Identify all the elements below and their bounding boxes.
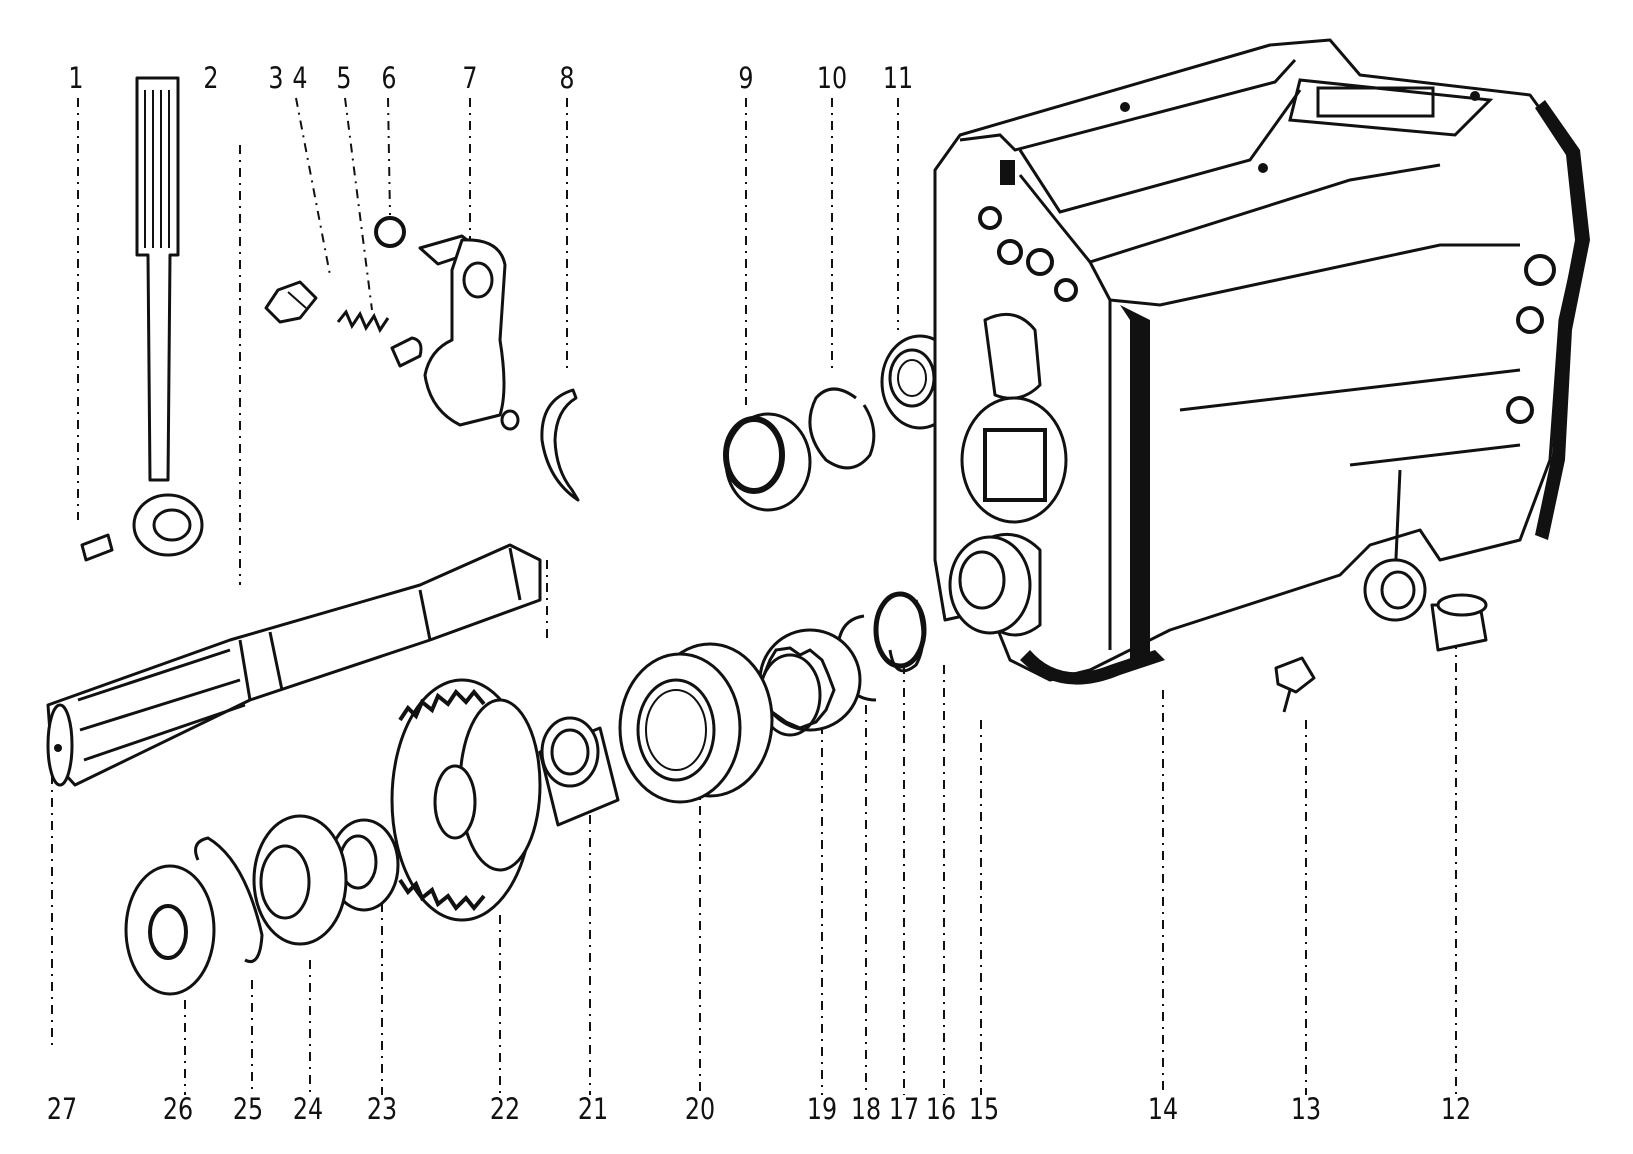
part-14-housing [933, 38, 1590, 685]
label-part-11: 11 [882, 61, 914, 95]
part-9-bearing-cup [723, 412, 812, 512]
part-24-ball-bearing [252, 814, 348, 946]
part-21-needle-bearing [538, 716, 620, 827]
label-part-2: 2 [203, 61, 219, 95]
label-part-1: 1 [68, 61, 84, 95]
label-part-21: 21 [577, 1092, 609, 1126]
label-part-14: 14 [1147, 1092, 1179, 1126]
label-part-24: 24 [292, 1092, 324, 1126]
label-part-15: 15 [968, 1092, 1000, 1126]
label-part-4: 4 [292, 61, 308, 95]
label-part-16: 16 [925, 1092, 957, 1126]
label-part-19: 19 [806, 1092, 838, 1126]
part-27-pto-shaft [46, 543, 542, 787]
label-part-22: 22 [489, 1092, 521, 1126]
label-part-27: 27 [46, 1092, 78, 1126]
part-17-retaining-ring [873, 591, 927, 669]
label-part-12: 12 [1440, 1092, 1472, 1126]
part-25-circlip [194, 836, 264, 963]
label-part-20: 20 [684, 1092, 716, 1126]
part-7-shift-arm [418, 234, 520, 431]
label-part-18: 18 [850, 1092, 882, 1126]
part-20-clutch-drum [618, 642, 774, 804]
part-22-gear [390, 678, 542, 922]
part-26-washer [124, 864, 216, 996]
label-part-25: 25 [232, 1092, 264, 1126]
part-6-o-ring [374, 216, 406, 248]
label-part-26: 26 [162, 1092, 194, 1126]
label-part-10: 10 [816, 61, 848, 95]
label-part-13: 13 [1290, 1092, 1322, 1126]
label-part-17: 17 [888, 1092, 920, 1126]
part-5-plunger [390, 336, 423, 368]
part-13-switch [1274, 656, 1316, 713]
part-15-ball-bearing [948, 535, 1032, 635]
label-part-6: 6 [381, 61, 397, 95]
label-part-9: 9 [738, 61, 754, 95]
label-part-7: 7 [462, 61, 478, 95]
part-19-splined-hub [758, 628, 862, 737]
part-2-lever [132, 76, 204, 557]
part-8-fork [540, 388, 580, 502]
part-4-spring [336, 309, 390, 334]
part-1-pin [80, 533, 114, 562]
label-part-8: 8 [559, 61, 575, 95]
part-3-plug [264, 280, 318, 324]
label-part-23: 23 [366, 1092, 398, 1126]
leader-lines [51, 97, 1457, 1095]
label-part-3: 3 [268, 61, 284, 95]
label-part-5: 5 [336, 61, 352, 95]
part-10-circlip [808, 387, 876, 470]
part-12-bushing [1430, 593, 1488, 652]
